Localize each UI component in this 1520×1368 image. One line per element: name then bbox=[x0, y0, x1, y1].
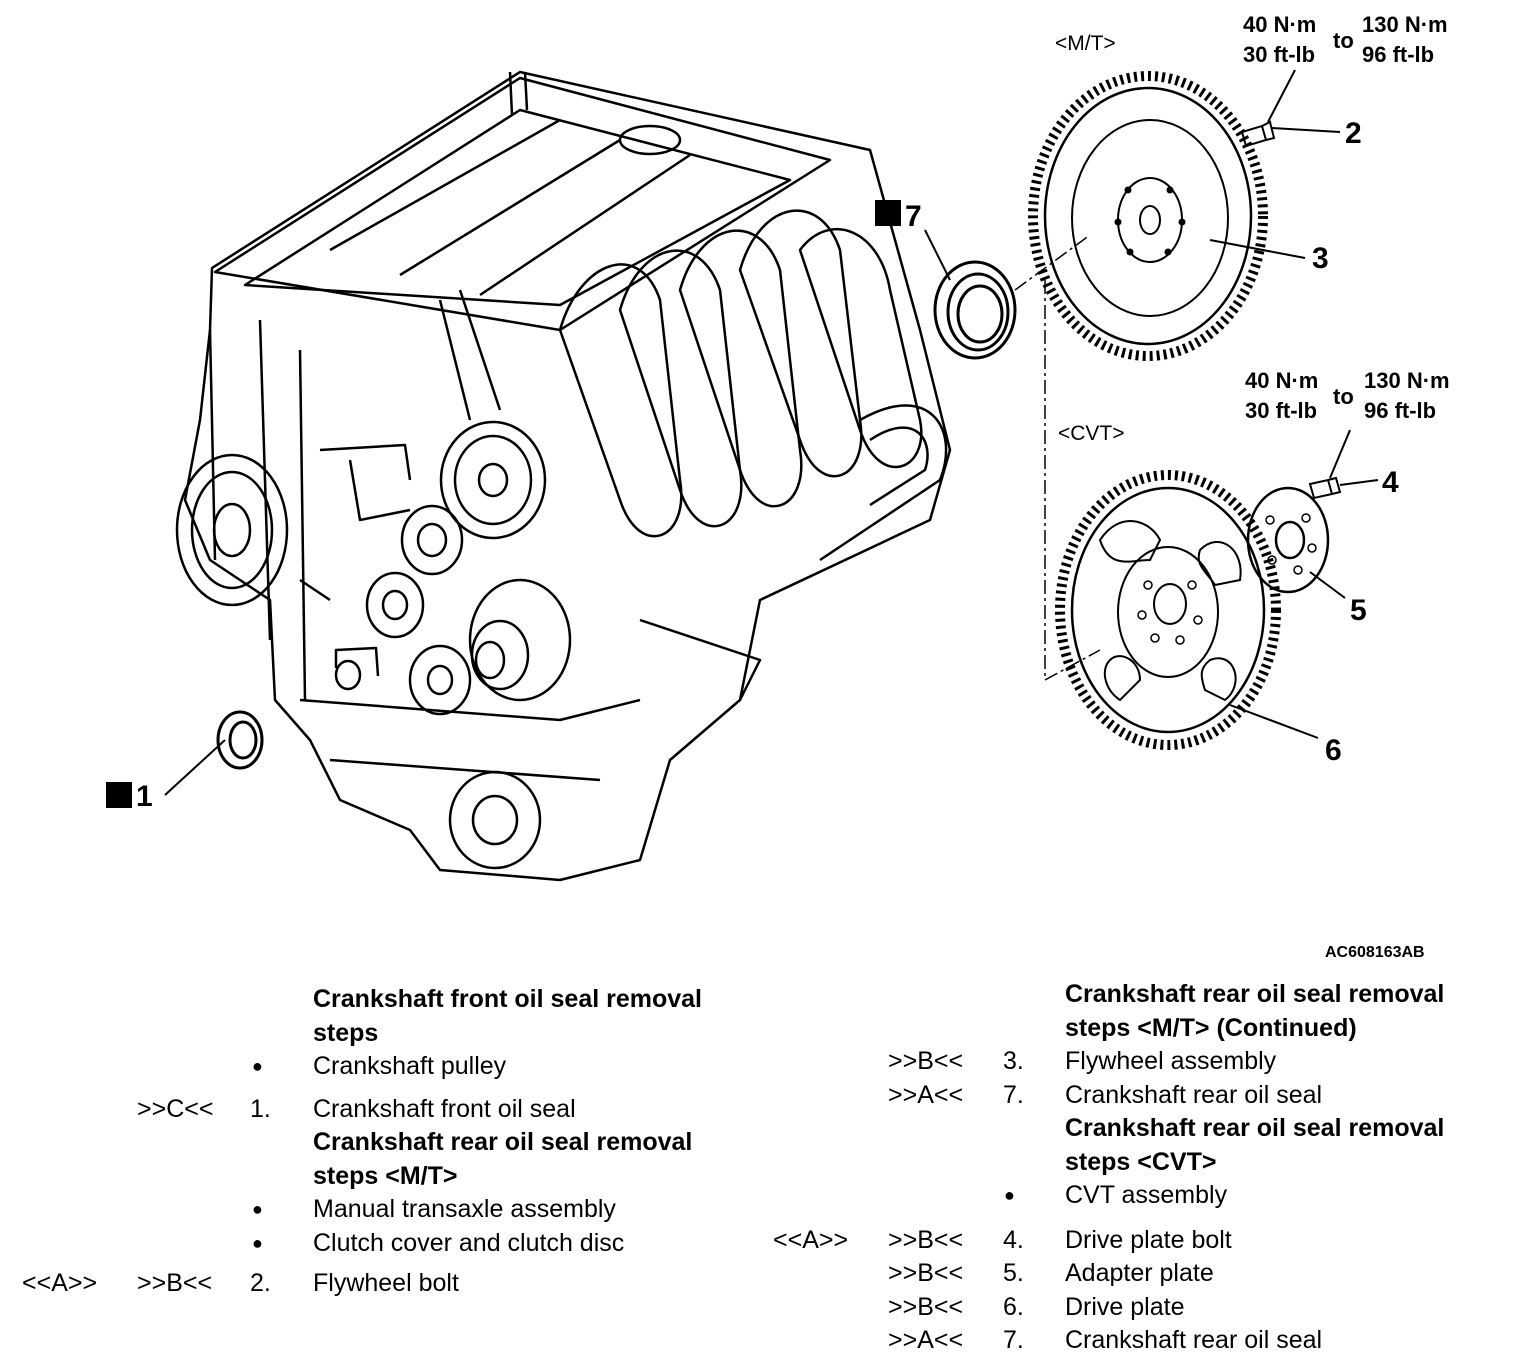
step-row: >>B<< 3. Flywheel assembly bbox=[0, 1045, 1520, 1079]
install-ref: >>B<< bbox=[137, 1269, 213, 1297]
svg-text:to: to bbox=[1333, 384, 1354, 409]
step-row: ● Manual transaxle assembly bbox=[0, 1193, 760, 1227]
figure-id: AC608163AB bbox=[1325, 944, 1425, 960]
flywheel-assembly bbox=[1028, 71, 1268, 361]
install-ref: >>B<< bbox=[888, 1292, 964, 1321]
rear-oil-seal bbox=[933, 260, 1017, 360]
svg-text:N: N bbox=[879, 201, 896, 228]
install-ref: >>A<< bbox=[888, 1326, 964, 1354]
step-number: 5. bbox=[1003, 1259, 1024, 1287]
callout-6: 6 bbox=[1325, 734, 1342, 767]
step-text: Crankshaft rear oil seal bbox=[1065, 1080, 1323, 1109]
install-ref: >>B<< bbox=[888, 1047, 964, 1075]
svg-text:96 ft-lb: 96 ft-lb bbox=[1364, 398, 1436, 423]
svg-text:1: 1 bbox=[136, 780, 153, 813]
leader-line-2 bbox=[1267, 69, 1341, 133]
section-heading: Crankshaft rear oil seal removal bbox=[1065, 980, 1445, 1008]
leader-line-6 bbox=[1229, 704, 1319, 739]
svg-text:130 N·m: 130 N·m bbox=[1362, 12, 1448, 37]
drive-plate-bolt bbox=[1308, 476, 1342, 500]
front-oil-seal bbox=[216, 710, 264, 770]
step-row: >>B<< 5. Adapter plate bbox=[0, 1257, 1520, 1291]
step-text: Crankshaft front oil seal bbox=[313, 1094, 576, 1123]
svg-text:30 ft-lb: 30 ft-lb bbox=[1245, 398, 1317, 423]
svg-text:to: to bbox=[1333, 28, 1354, 53]
callout-4: 4 bbox=[1382, 466, 1399, 499]
step-row: >>A<< 7. Crankshaft rear oil seal bbox=[0, 1079, 1520, 1113]
step-number: 1. bbox=[250, 1094, 271, 1123]
step-row: >>A<< 7. Crankshaft rear oil seal bbox=[0, 1324, 1520, 1358]
section-heading: Crankshaft rear oil seal removal bbox=[1065, 1114, 1445, 1142]
svg-text:40 N·m: 40 N·m bbox=[1243, 12, 1316, 37]
bullet: ● bbox=[252, 1056, 263, 1076]
right-steps-list: Crankshaft rear oil seal removal steps <… bbox=[0, 978, 1520, 1358]
svg-text:130 N·m: 130 N·m bbox=[1364, 368, 1450, 393]
removal-ref: <<A>> bbox=[773, 1225, 849, 1254]
step-row: <<A>> >>B<< 2. Flywheel bolt bbox=[0, 1267, 760, 1301]
callout-5: 5 bbox=[1350, 594, 1367, 627]
removal-ref: <<A>> bbox=[22, 1269, 98, 1297]
section-heading: Crankshaft front oil seal removal bbox=[313, 985, 703, 1013]
install-ref: >>C<< bbox=[137, 1094, 214, 1123]
variant-label-mt: <M/T> bbox=[1055, 32, 1116, 55]
step-row: ● Clutch cover and clutch disc bbox=[0, 1227, 760, 1261]
leader-line-4 bbox=[1329, 429, 1379, 486]
step-row: ● CVT assembly bbox=[0, 1179, 1520, 1213]
step-number: 2. bbox=[250, 1269, 271, 1297]
callout-3: 3 bbox=[1312, 242, 1329, 275]
svg-text:30 ft-lb: 30 ft-lb bbox=[1243, 42, 1315, 67]
step-text: Manual transaxle assembly bbox=[313, 1195, 616, 1223]
step-text: Drive plate bbox=[1065, 1292, 1185, 1321]
step-number: 3. bbox=[1003, 1047, 1024, 1075]
install-ref: >>B<< bbox=[888, 1259, 964, 1287]
leader-line-3 bbox=[1209, 239, 1306, 259]
left-steps-list: Crankshaft front oil seal removal steps … bbox=[0, 983, 760, 1301]
adapter-plate bbox=[1246, 486, 1330, 594]
variant-label-cvt: <CVT> bbox=[1058, 422, 1125, 445]
svg-text:40 N·m: 40 N·m bbox=[1245, 368, 1318, 393]
engine-assembly bbox=[175, 70, 952, 882]
callout-1: N 1 bbox=[106, 780, 153, 813]
step-text: CVT assembly bbox=[1065, 1181, 1228, 1209]
step-number: 7. bbox=[1003, 1326, 1024, 1354]
step-text: Flywheel bolt bbox=[313, 1269, 459, 1297]
step-text: Drive plate bolt bbox=[1065, 1225, 1232, 1254]
callout-7: N 7 bbox=[875, 200, 922, 233]
step-text: Crankshaft pulley bbox=[313, 1052, 507, 1080]
torque-spec-cvt: <CVT> 40 N·m 30 ft-lb to 130 N·m 96 ft-l… bbox=[1058, 368, 1450, 445]
section-heading: steps <M/T> bbox=[313, 1161, 458, 1190]
centerline-bracket bbox=[1014, 234, 1101, 681]
install-ref: >>B<< bbox=[888, 1225, 964, 1254]
exploded-view-diagram: N 1 N 7 3 2 <M/T> 40 N·m bbox=[106, 12, 1450, 960]
leader-line-1 bbox=[164, 739, 226, 796]
svg-text:N: N bbox=[110, 783, 127, 810]
step-row: ● Crankshaft pulley bbox=[0, 1050, 760, 1084]
section-heading: steps <M/T> (Continued) bbox=[1065, 1013, 1357, 1042]
step-number: 4. bbox=[1003, 1225, 1024, 1254]
step-number: 7. bbox=[1003, 1080, 1024, 1109]
section-heading: steps bbox=[313, 1018, 379, 1047]
step-number: 6. bbox=[1003, 1292, 1024, 1321]
step-row: >>B<< 6. Drive plate bbox=[0, 1291, 1520, 1325]
step-row: <<A>> >>B<< 4. Drive plate bolt bbox=[0, 1224, 1520, 1258]
bullet: ● bbox=[1004, 1185, 1015, 1205]
install-ref: >>A<< bbox=[888, 1080, 964, 1109]
step-text: Adapter plate bbox=[1065, 1259, 1214, 1287]
step-text: Clutch cover and clutch disc bbox=[313, 1228, 625, 1257]
step-text: Crankshaft rear oil seal bbox=[1065, 1326, 1323, 1354]
svg-text:7: 7 bbox=[905, 200, 922, 233]
torque-spec-mt: <M/T> 40 N·m 30 ft-lb to 130 N·m 96 ft-l… bbox=[1055, 12, 1448, 67]
svg-text:96 ft-lb: 96 ft-lb bbox=[1362, 42, 1434, 67]
step-row: >>C<< 1. Crankshaft front oil seal bbox=[0, 1093, 760, 1127]
leader-line-5 bbox=[1309, 571, 1346, 599]
section-heading: steps <CVT> bbox=[1065, 1147, 1217, 1176]
step-text: Flywheel assembly bbox=[1065, 1047, 1277, 1075]
flywheel-bolt bbox=[1240, 120, 1276, 148]
section-heading: Crankshaft rear oil seal removal bbox=[313, 1128, 693, 1156]
callout-2: 2 bbox=[1345, 117, 1362, 150]
drive-plate bbox=[1055, 470, 1281, 750]
leader-line-7 bbox=[924, 229, 951, 281]
bullet: ● bbox=[252, 1199, 263, 1219]
bullet: ● bbox=[252, 1232, 263, 1253]
